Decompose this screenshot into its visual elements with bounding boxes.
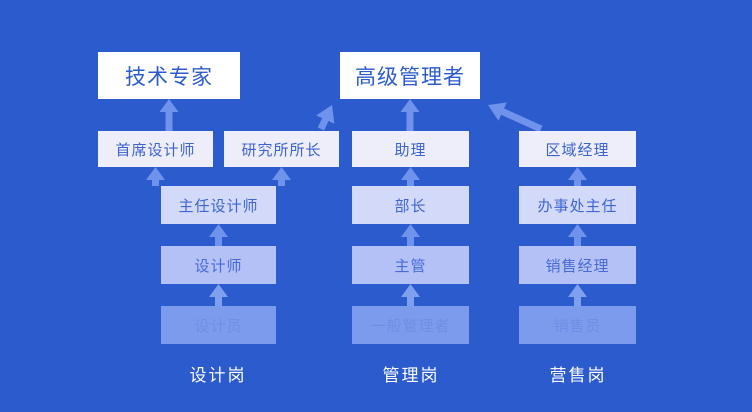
column-label-management: 管理岗 bbox=[382, 366, 440, 385]
node-tech-expert[interactable]: 技术专家 bbox=[98, 52, 240, 99]
column-label-sales: 营售岗 bbox=[549, 366, 607, 385]
node-sales-1[interactable]: 区域经理 bbox=[519, 131, 636, 167]
node-design-1[interactable]: 首席设计师 bbox=[98, 131, 213, 167]
node-sales-2[interactable]: 办事处主任 bbox=[519, 186, 636, 224]
node-design-4[interactable]: 设计员 bbox=[161, 306, 276, 344]
node-sales-4[interactable]: 销售员 bbox=[519, 306, 636, 344]
node-management-4[interactable]: 一般管理者 bbox=[352, 306, 469, 344]
node-design-3[interactable]: 设计师 bbox=[161, 246, 276, 284]
node-design-2[interactable]: 主任设计师 bbox=[161, 186, 276, 224]
node-design-1[interactable]: 研究所所长 bbox=[224, 131, 339, 167]
node-senior-manager[interactable]: 高级管理者 bbox=[340, 52, 480, 99]
column-label-design: 设计岗 bbox=[189, 366, 247, 385]
node-management-2[interactable]: 部长 bbox=[352, 186, 469, 224]
node-management-3[interactable]: 主管 bbox=[352, 246, 469, 284]
node-management-1[interactable]: 助理 bbox=[352, 131, 469, 167]
node-sales-3[interactable]: 销售经理 bbox=[519, 246, 636, 284]
